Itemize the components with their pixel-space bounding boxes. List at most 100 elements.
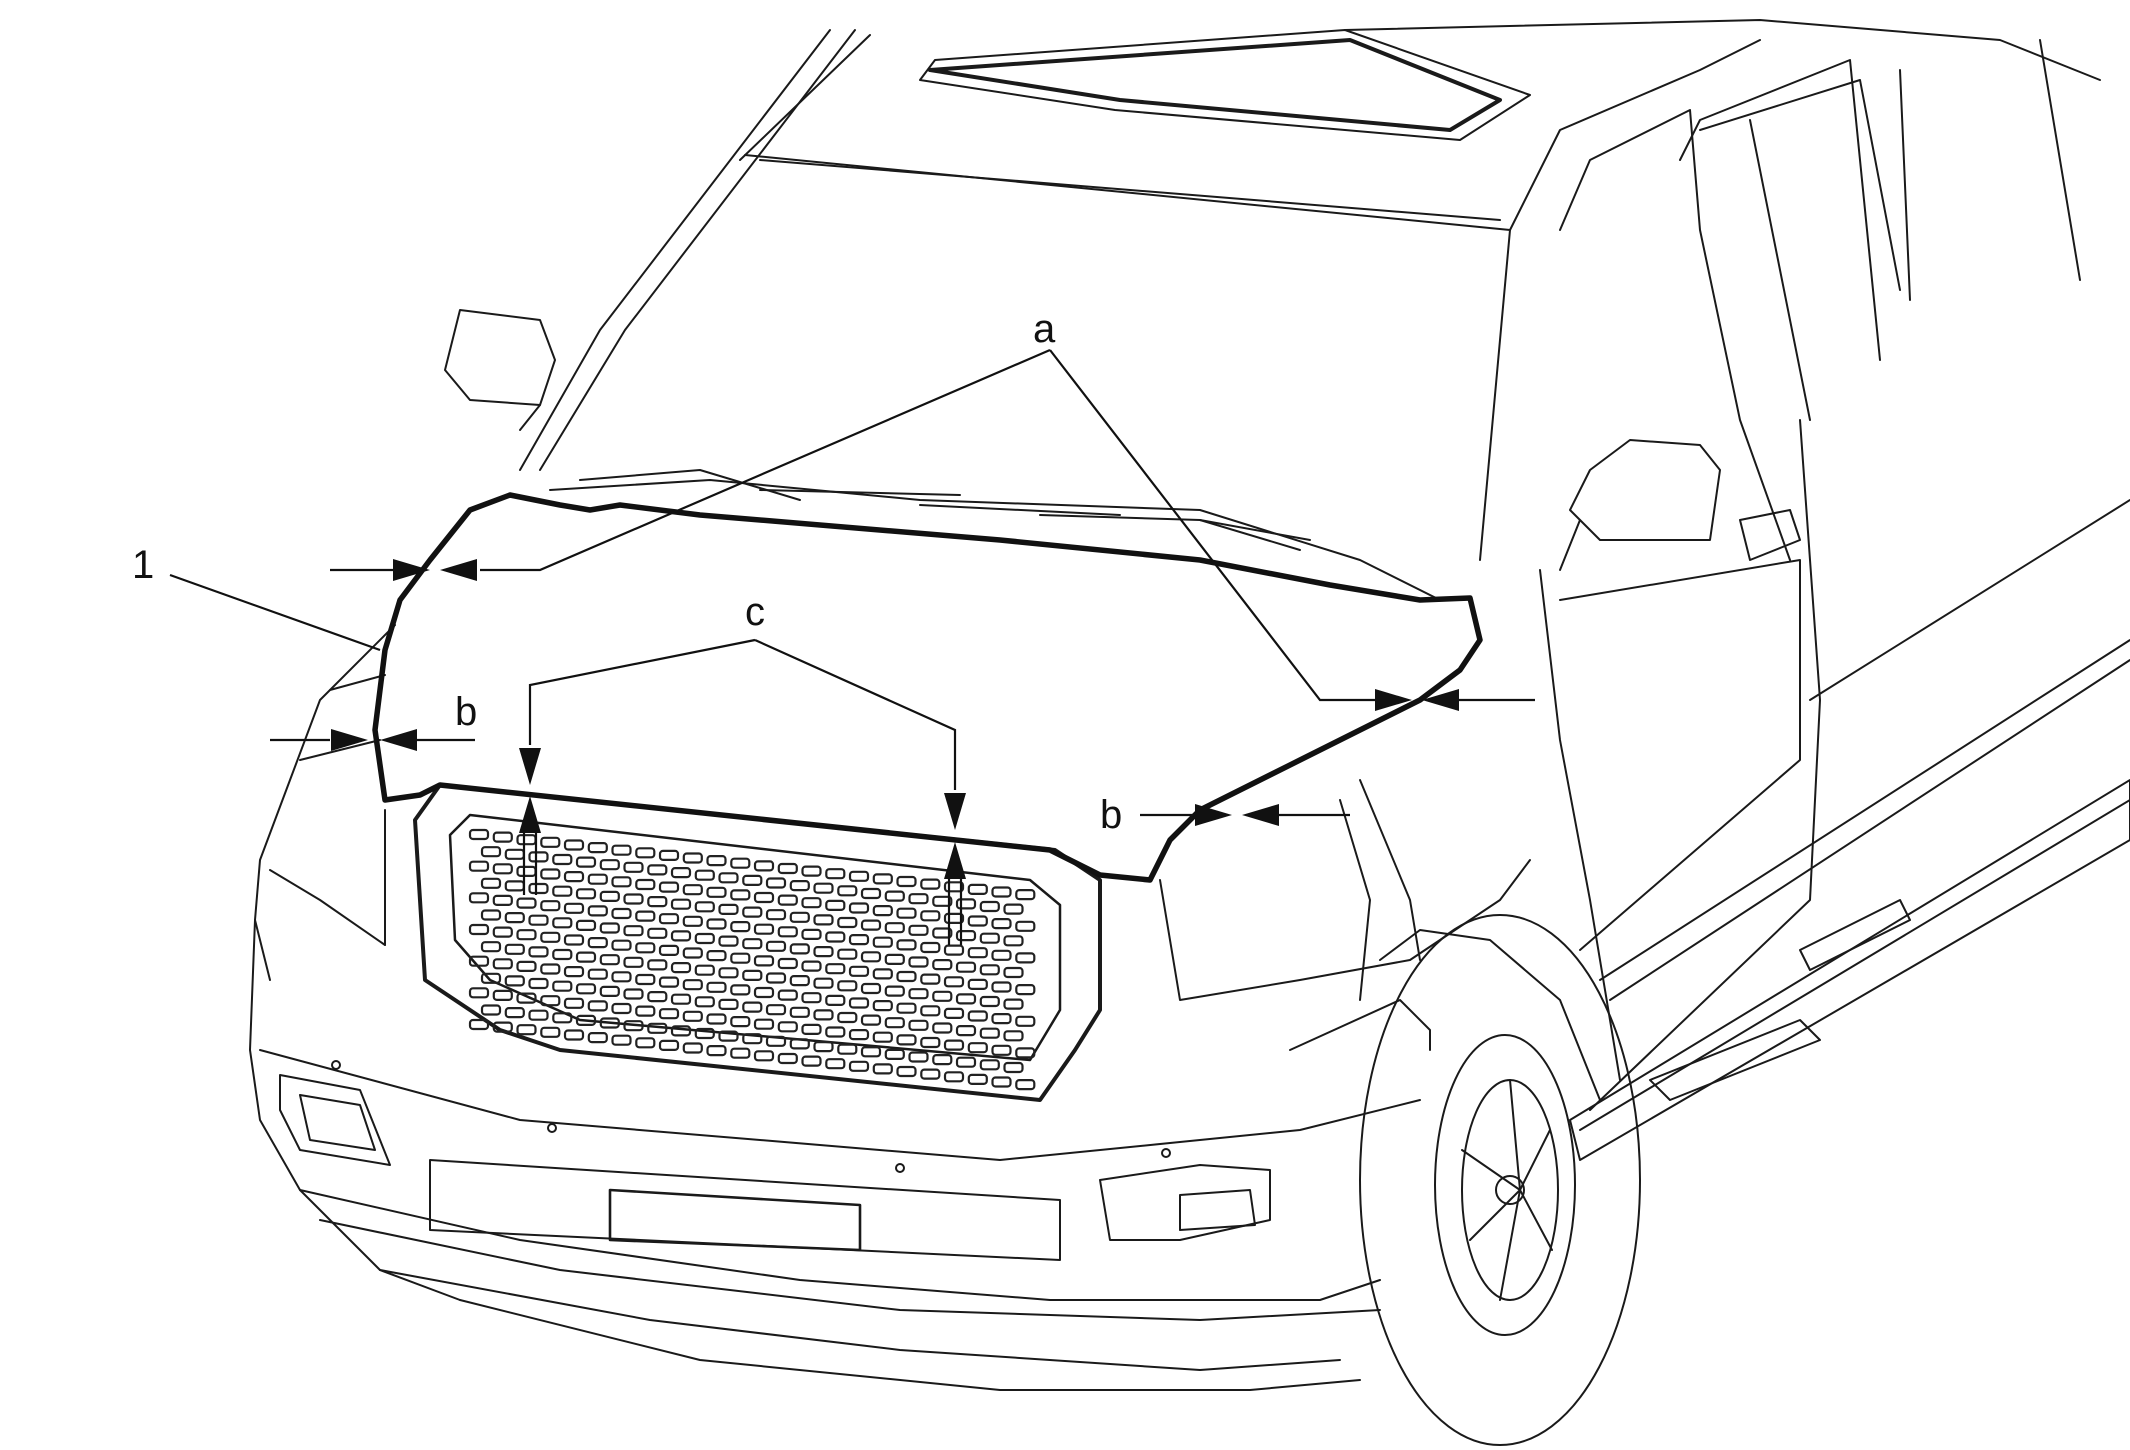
grille-cell <box>670 993 692 1005</box>
grille-cell <box>1003 998 1024 1010</box>
grille-cell <box>765 877 787 889</box>
grille-cell <box>908 1051 929 1063</box>
grille-cell <box>777 894 798 906</box>
grille-cell <box>540 931 561 943</box>
grille-cell <box>611 939 632 951</box>
grille-cell <box>860 951 882 963</box>
grille-cell <box>872 1063 893 1075</box>
grille-cell <box>718 872 739 884</box>
grille-cell <box>480 909 502 921</box>
grille-cell <box>516 960 537 973</box>
grille-cell <box>908 924 929 936</box>
grille-cell <box>552 917 573 929</box>
grille-cell <box>753 860 775 872</box>
grille-cell <box>1015 920 1036 932</box>
grille-cell <box>730 857 751 869</box>
grille-cell <box>468 923 490 936</box>
grille-cell <box>943 944 965 956</box>
grille-mesh <box>468 828 1036 1091</box>
grille-cell <box>813 882 834 894</box>
grille-cell <box>908 956 929 968</box>
grille-cell <box>599 985 620 998</box>
grille-cell <box>647 959 668 971</box>
grille-cell <box>932 990 953 1002</box>
grille-cell <box>825 963 846 975</box>
grille-cell <box>742 969 763 982</box>
grille-cell <box>789 879 810 892</box>
grille-cell <box>516 1024 537 1036</box>
grille-cell <box>730 920 751 933</box>
grille-cell <box>730 1015 751 1028</box>
grille-cell <box>706 981 727 993</box>
grille-cell <box>528 882 549 895</box>
grille-cell <box>658 976 680 988</box>
grille-cell <box>730 889 751 901</box>
grille-cell <box>848 902 870 914</box>
grille-cell <box>647 990 668 1003</box>
grille-cell <box>682 915 703 927</box>
grille-cell <box>682 884 703 896</box>
grille-cell <box>979 1059 1000 1071</box>
grille-cell <box>635 942 656 954</box>
grille-cell <box>611 876 632 888</box>
grille-cell <box>516 865 537 878</box>
grille-cell <box>860 1014 882 1026</box>
grille-cell <box>540 836 561 848</box>
grille-cell <box>943 1039 965 1051</box>
grille-cell <box>979 932 1000 944</box>
grille-cell <box>575 888 597 900</box>
grille-cell <box>706 1044 727 1057</box>
grille-cell <box>896 907 917 919</box>
grille-cell <box>765 1035 787 1047</box>
grille-cell <box>872 1031 893 1043</box>
grille-cell <box>587 905 608 917</box>
grille-cell <box>480 846 502 858</box>
arrow-b-right-2 <box>1242 804 1279 826</box>
grille-cell <box>1015 1047 1036 1059</box>
grille-cell <box>955 1056 977 1068</box>
grille-cell <box>813 945 834 958</box>
grille-cell <box>670 930 692 942</box>
grille-cell <box>920 1005 941 1017</box>
grille-cell <box>801 928 822 941</box>
grille-cell <box>540 1026 561 1038</box>
grille-cell <box>706 1013 727 1025</box>
grille-cell <box>753 891 775 904</box>
grille-cell <box>932 927 953 939</box>
grille-cell <box>694 901 715 913</box>
grille-cell <box>789 1006 810 1018</box>
grille-cell <box>528 977 549 990</box>
grille-cell <box>813 1009 834 1021</box>
grille-cell <box>777 1052 798 1065</box>
grille-cell <box>908 893 929 905</box>
grille-cell <box>492 1021 513 1033</box>
grille-cell <box>884 922 905 934</box>
grille-cell <box>1015 1078 1036 1091</box>
grille-cell <box>742 1001 763 1013</box>
grille-cell <box>848 870 870 882</box>
grille-cell <box>872 999 893 1012</box>
grille-cell <box>528 946 549 958</box>
grille-cell <box>896 875 917 888</box>
grille-cell <box>540 995 561 1007</box>
grille-cell <box>480 877 502 889</box>
grille-cell <box>658 913 680 925</box>
grille-cell <box>599 859 620 871</box>
grille-cell <box>742 874 763 887</box>
grille-cell <box>1003 935 1024 947</box>
grille-cell <box>872 873 893 885</box>
grille-cell <box>896 1065 917 1078</box>
grille-cell <box>492 831 513 843</box>
grille-cell <box>480 941 502 953</box>
grille-cell <box>920 910 941 922</box>
grille-cell <box>884 1017 905 1029</box>
grille-cell <box>468 987 490 999</box>
grille-cell <box>552 948 573 961</box>
grille-cell <box>468 955 490 967</box>
grille-cell <box>1015 983 1036 996</box>
grille-cell <box>647 895 668 908</box>
grille-cell <box>635 973 656 986</box>
grille-cell <box>516 834 537 846</box>
grille-cell <box>658 849 680 862</box>
callout-part-1: 1 <box>132 543 154 587</box>
